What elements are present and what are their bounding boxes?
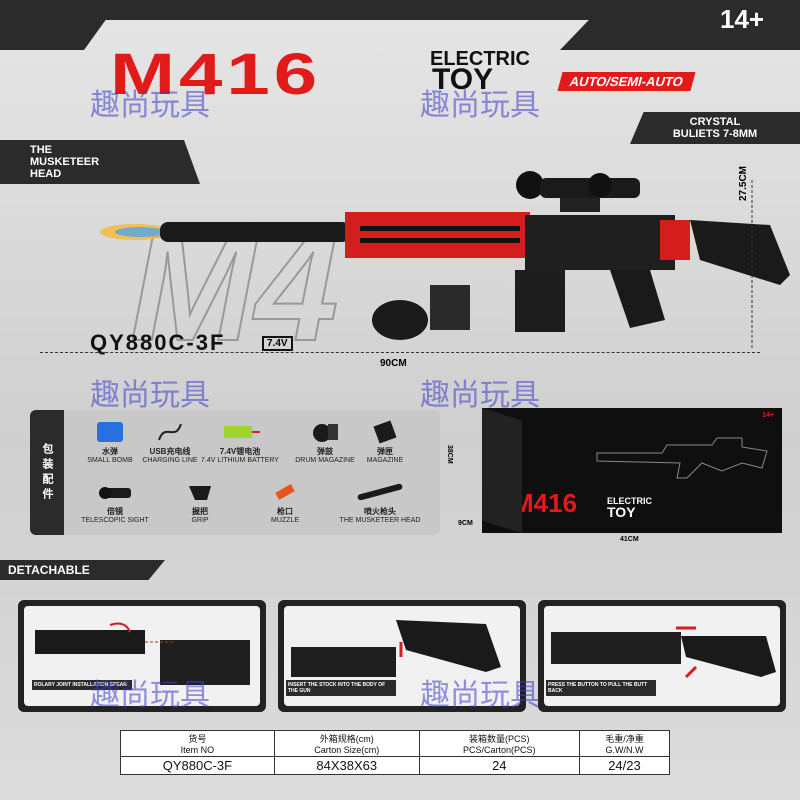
acc-magazine: 弹匣 MAGAZINE	[355, 420, 415, 464]
detachable-banner: DETACHABLE	[0, 560, 165, 580]
model-title: M416	[110, 40, 322, 107]
table-row: QY880C-3F 84X38X63 24 24/23	[120, 756, 671, 775]
box-age: 14+	[762, 412, 774, 419]
top-right-dark-shape	[560, 0, 800, 50]
box-width-label: 41CM	[620, 536, 639, 543]
value-pcs-carton: 24	[418, 756, 580, 775]
usb-cable-icon	[158, 423, 182, 441]
acc-grip: 握把 GRIP	[170, 480, 230, 524]
rotate-arrow-icon	[109, 622, 131, 633]
crystal-line1: CRYSTAL	[689, 116, 741, 128]
step3-illustration	[551, 626, 776, 679]
muzzle-flash-icon	[100, 224, 170, 240]
receiver	[525, 215, 675, 270]
height-label: 27.5CM	[738, 166, 749, 202]
mode-tag: AUTO/SEMI-AUTO	[557, 72, 696, 91]
acc-muzzle: 枪口 MUZZLE	[255, 480, 315, 524]
step3-caption: PRESS THE BUTTON TO PULL THE BUTT BACK	[546, 680, 656, 696]
box-height-label: 38CM	[446, 445, 453, 464]
box-depth-label: 9CM	[458, 520, 473, 527]
magazine	[515, 270, 565, 332]
drum-magazine-icon	[372, 300, 428, 340]
scope-icon	[99, 487, 131, 499]
musketeer-line1: THE	[30, 144, 52, 156]
crystal-tag: CRYSTAL BULIETS 7-8MM	[630, 112, 800, 144]
step1-illustration	[35, 622, 250, 685]
step-panel-1: ROLARY JOINT INSTALLATION SPEAR	[18, 600, 266, 712]
battery-icon	[224, 426, 260, 438]
muzzle-icon	[275, 484, 295, 500]
acc-telescopic-sight: 倍镜 TELESCOPIC SIGHT	[80, 480, 150, 524]
product-box: 14+ M416 ELECTRIC TOY	[482, 408, 782, 533]
acc-small-bomb: 水弹 SMALL BOMB	[80, 420, 140, 464]
toy-label: TOY	[432, 63, 494, 96]
handguard-slots	[360, 226, 520, 243]
red-handguard	[345, 212, 530, 258]
barrel-icon	[357, 483, 403, 501]
age-rating: 14+	[720, 4, 765, 34]
box-side-face	[482, 408, 522, 533]
box-gun-outline	[596, 437, 768, 479]
watermark: 趣尚玩具	[90, 378, 210, 413]
musketeer-tag: THE MUSKETEER HEAD	[0, 140, 200, 184]
stock	[690, 220, 790, 285]
top-left-dark-shape	[0, 0, 120, 50]
accessories-heading: 包装配件	[30, 410, 64, 535]
press-arrow-icon	[684, 665, 698, 679]
step-panel-3: PRESS THE BUTTON TO PULL THE BUTT BACK	[538, 600, 786, 712]
crystal-line2: BULIETS 7-8MM	[672, 128, 758, 140]
electric-label: ELECTRIC	[430, 48, 530, 70]
drum-magazine-icon	[313, 424, 338, 442]
musketeer-line3: HEAD	[30, 168, 62, 180]
water-beads-icon	[97, 422, 123, 442]
box-toy: TOY	[607, 504, 636, 520]
step-panel-2: INSERT THE STOCK INTO THE BODY OF THE GU…	[278, 600, 526, 712]
header-pcs-carton: 装箱数量(PCS)PCS/Carton(PCS)	[418, 730, 580, 757]
value-item-no: QY880C-3F	[120, 756, 275, 775]
musketeer-line2: MUSKETEER	[30, 156, 100, 168]
drum-magazine-feed	[430, 285, 470, 330]
battery-badge: 7.4V	[262, 336, 293, 351]
length-label: 90CM	[380, 358, 407, 369]
grip	[610, 270, 665, 328]
stock-red-part	[660, 220, 690, 260]
step1-caption: ROLARY JOINT INSTALLATION SPEAR	[32, 680, 132, 690]
acc-battery: 7.4V锂电池 7.4V LITHIUM BATTERY	[200, 420, 280, 464]
value-carton-size: 84X38X63	[273, 756, 420, 775]
box-electric: ELECTRIC	[607, 496, 652, 506]
value-weight: 24/23	[578, 756, 671, 775]
acc-musketeer-head: 喷火枪头 THE MUSKETEER HEAD	[335, 480, 425, 524]
suppressor	[160, 222, 350, 242]
length-dimension-line	[40, 352, 760, 353]
step2-caption: INSERT THE STOCK INTO THE BODY OF THE GU…	[286, 680, 396, 696]
grip-icon	[189, 486, 211, 500]
gun-illustration: M4	[100, 171, 790, 360]
step2-illustration	[291, 620, 501, 677]
scope-icon	[516, 171, 640, 212]
magazine-icon	[373, 420, 397, 444]
acc-charging-line: USB充电线 CHARGING LINE	[140, 420, 200, 464]
model-code: QY880C-3F	[90, 330, 226, 355]
header-carton-size: 外箱规格(cm)Carton Size(cm)	[273, 730, 420, 757]
box-title: M416	[512, 488, 578, 518]
acc-drum-magazine: 弹鼓 DRUM MAGAZINE	[290, 420, 360, 464]
